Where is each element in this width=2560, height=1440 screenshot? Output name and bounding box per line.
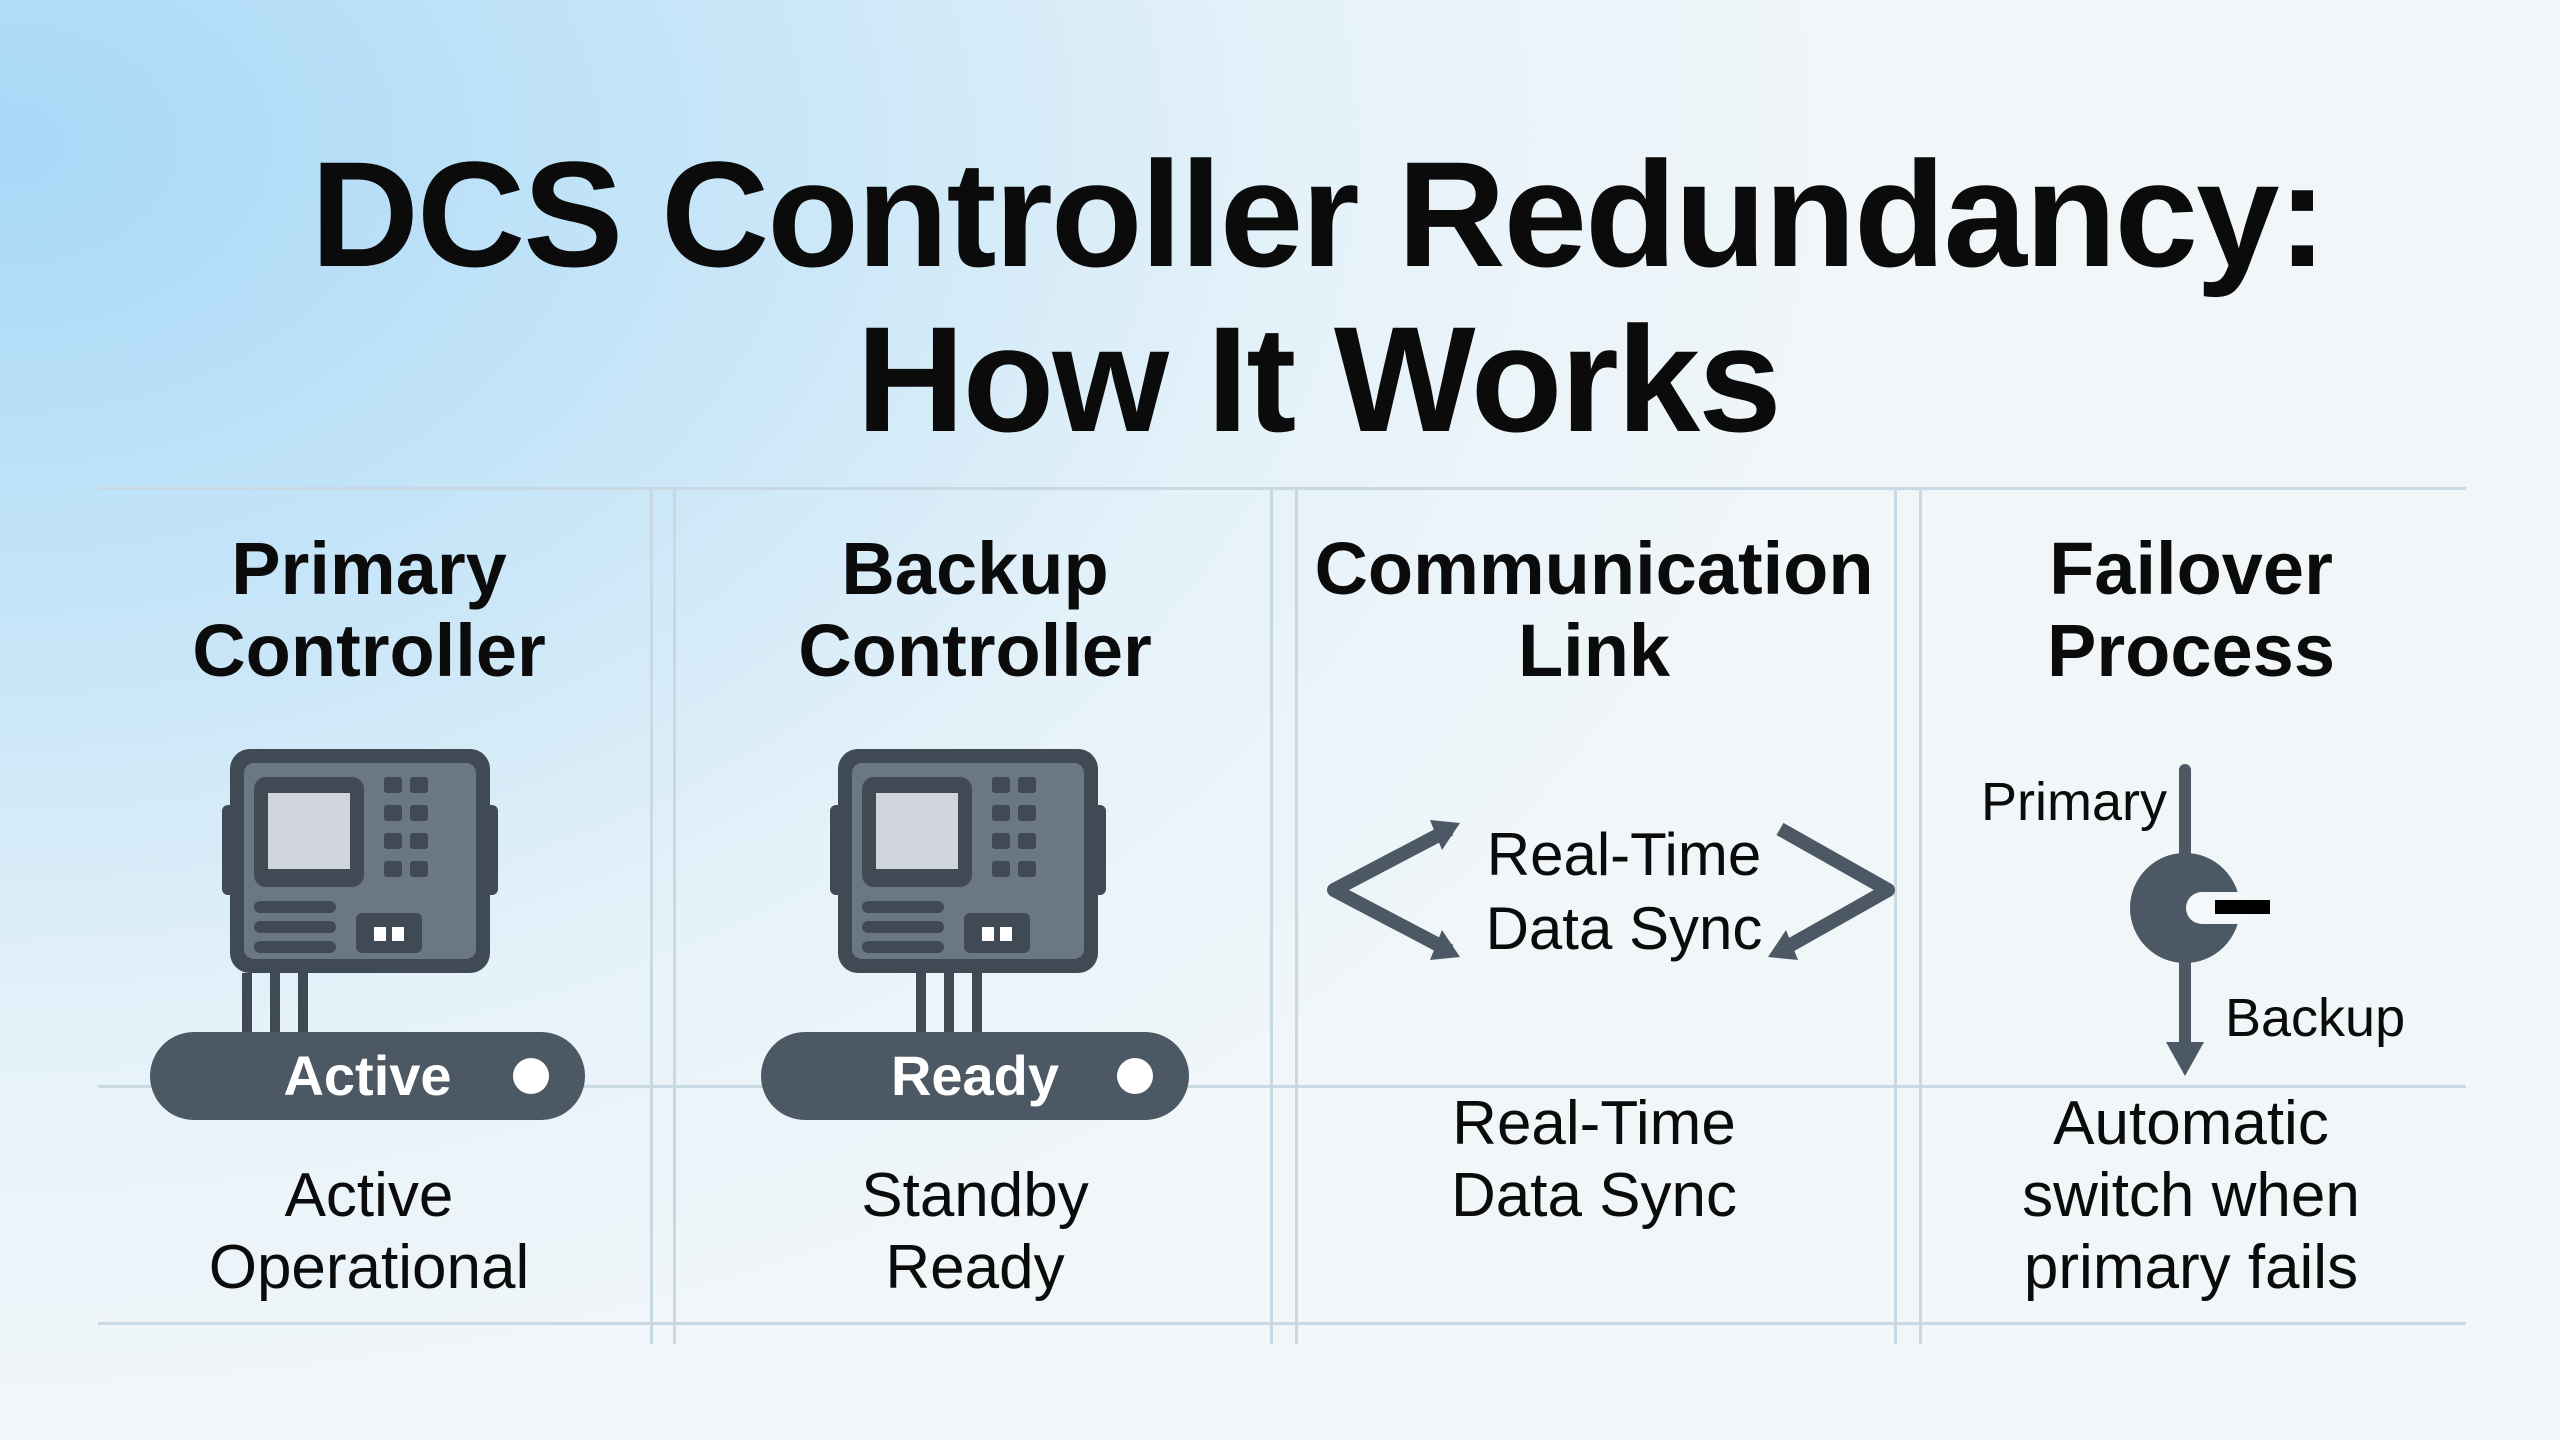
desc-line: Automatic (2053, 1089, 2329, 1158)
column-divider (650, 488, 653, 1344)
sync-arrows-icon (1327, 820, 1895, 960)
backup-description: Standby Ready (861, 1160, 1089, 1304)
status-label: Active (283, 1044, 452, 1107)
failover-description: Automatic switch when primary fails (2022, 1088, 2360, 1304)
status-badge-active: Active (150, 1032, 585, 1120)
status-badge-ready: Ready (761, 1032, 1189, 1120)
desc-line: Ready (885, 1233, 1065, 1302)
desc-line: Standby (861, 1161, 1089, 1230)
column-divider (673, 488, 676, 1344)
column-divider (1295, 488, 1298, 1344)
column-heading-failover: Failover Process (2047, 528, 2335, 692)
backup-controller-icon (830, 749, 1106, 1033)
page-title: DCS Controller Redundancy: How It Works (310, 130, 2328, 463)
heading-line: Controller (798, 609, 1152, 692)
communication-description: Real-Time Data Sync (1451, 1088, 1737, 1232)
heading-line: Controller (192, 609, 546, 692)
primary-description: Active Operational (209, 1160, 530, 1304)
column-heading-backup: Backup Controller (798, 528, 1152, 692)
heading-line: Link (1517, 609, 1671, 692)
heading-line: Primary (231, 527, 507, 610)
diagram-line: Data Sync (1485, 895, 1763, 962)
failover-switch-icon (2130, 764, 2270, 1076)
diagram-line: Real-Time (1486, 821, 1762, 888)
heading-line: Failover (2049, 527, 2333, 610)
heading-line: Communication (1314, 527, 1874, 610)
heading-line: Process (2047, 609, 2335, 692)
column-divider (1919, 488, 1922, 1344)
sync-diagram-label: Real-Time Data Sync (1486, 818, 1763, 966)
desc-line: switch when (2022, 1161, 2360, 1230)
column-divider (1270, 488, 1273, 1344)
desc-line: Data Sync (1450, 1161, 1738, 1230)
desc-line: Active (284, 1161, 454, 1230)
status-dot-icon (513, 1058, 549, 1094)
desc-line: Real-Time (1452, 1089, 1736, 1158)
table-bottom-divider (98, 1322, 2466, 1325)
title-line-1: DCS Controller Redundancy: (310, 130, 2328, 298)
table-top-divider (98, 487, 2466, 490)
column-divider (1894, 488, 1897, 1344)
table-middle-divider (98, 1085, 2466, 1088)
status-label: Ready (890, 1044, 1060, 1107)
title-line-2: How It Works (856, 295, 1781, 463)
failover-backup-label: Backup (2225, 988, 2406, 1048)
primary-controller-icon (222, 749, 498, 1033)
heading-line: Backup (841, 527, 1109, 610)
desc-line: Operational (208, 1233, 530, 1302)
column-heading-communication: Communication Link (1314, 528, 1873, 692)
status-dot-icon (1117, 1058, 1153, 1094)
failover-primary-label: Primary (1981, 772, 2167, 832)
desc-line: primary fails (2023, 1233, 2359, 1302)
column-heading-primary: Primary Controller (192, 528, 546, 692)
